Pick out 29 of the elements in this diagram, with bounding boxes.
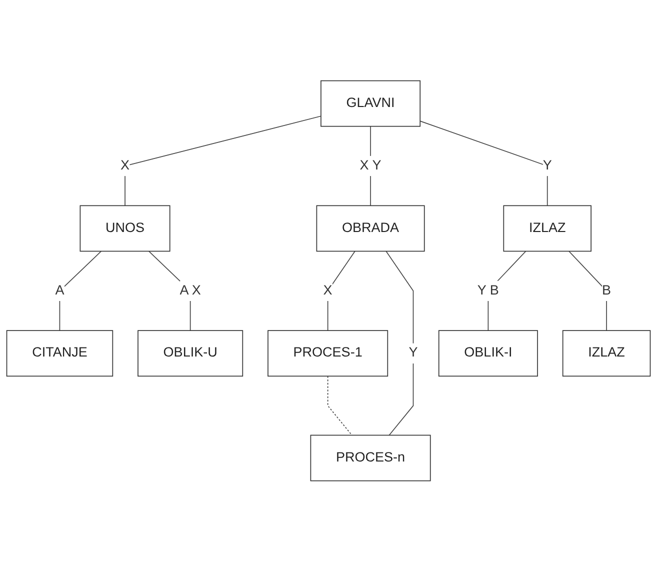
node-box: PROCES-n (310, 434, 431, 481)
edge-label: X (323, 283, 332, 298)
node-box: PROCES-1 (268, 330, 388, 376)
node-box: UNOS (80, 204, 170, 252)
node-box: GLAVNI (320, 80, 421, 126)
edge-label: Y B (477, 283, 499, 298)
node-box: OBLIK-U (138, 330, 244, 376)
edge-label: A (55, 283, 64, 298)
connector (59, 250, 102, 331)
node-box: CITANJE (6, 330, 114, 376)
connector (124, 115, 322, 206)
connector (386, 250, 414, 436)
edge-label: X Y (360, 158, 382, 172)
edge-label: Y (408, 345, 418, 360)
node-box: IZLAZ (503, 204, 592, 252)
node-box: IZLAZ (562, 330, 651, 376)
connector (327, 250, 356, 331)
edge-label: B (602, 283, 612, 298)
edge-label: X (120, 158, 130, 172)
connector (488, 250, 526, 331)
connector (420, 120, 548, 206)
connector (148, 250, 191, 331)
connector (370, 126, 371, 206)
connector (568, 250, 607, 331)
edge-label: A X (180, 283, 201, 298)
edge-label: Y (542, 158, 552, 172)
node-box: OBRADA (316, 204, 425, 252)
node-box: OBLIK-I (438, 330, 538, 376)
connector (327, 375, 352, 436)
